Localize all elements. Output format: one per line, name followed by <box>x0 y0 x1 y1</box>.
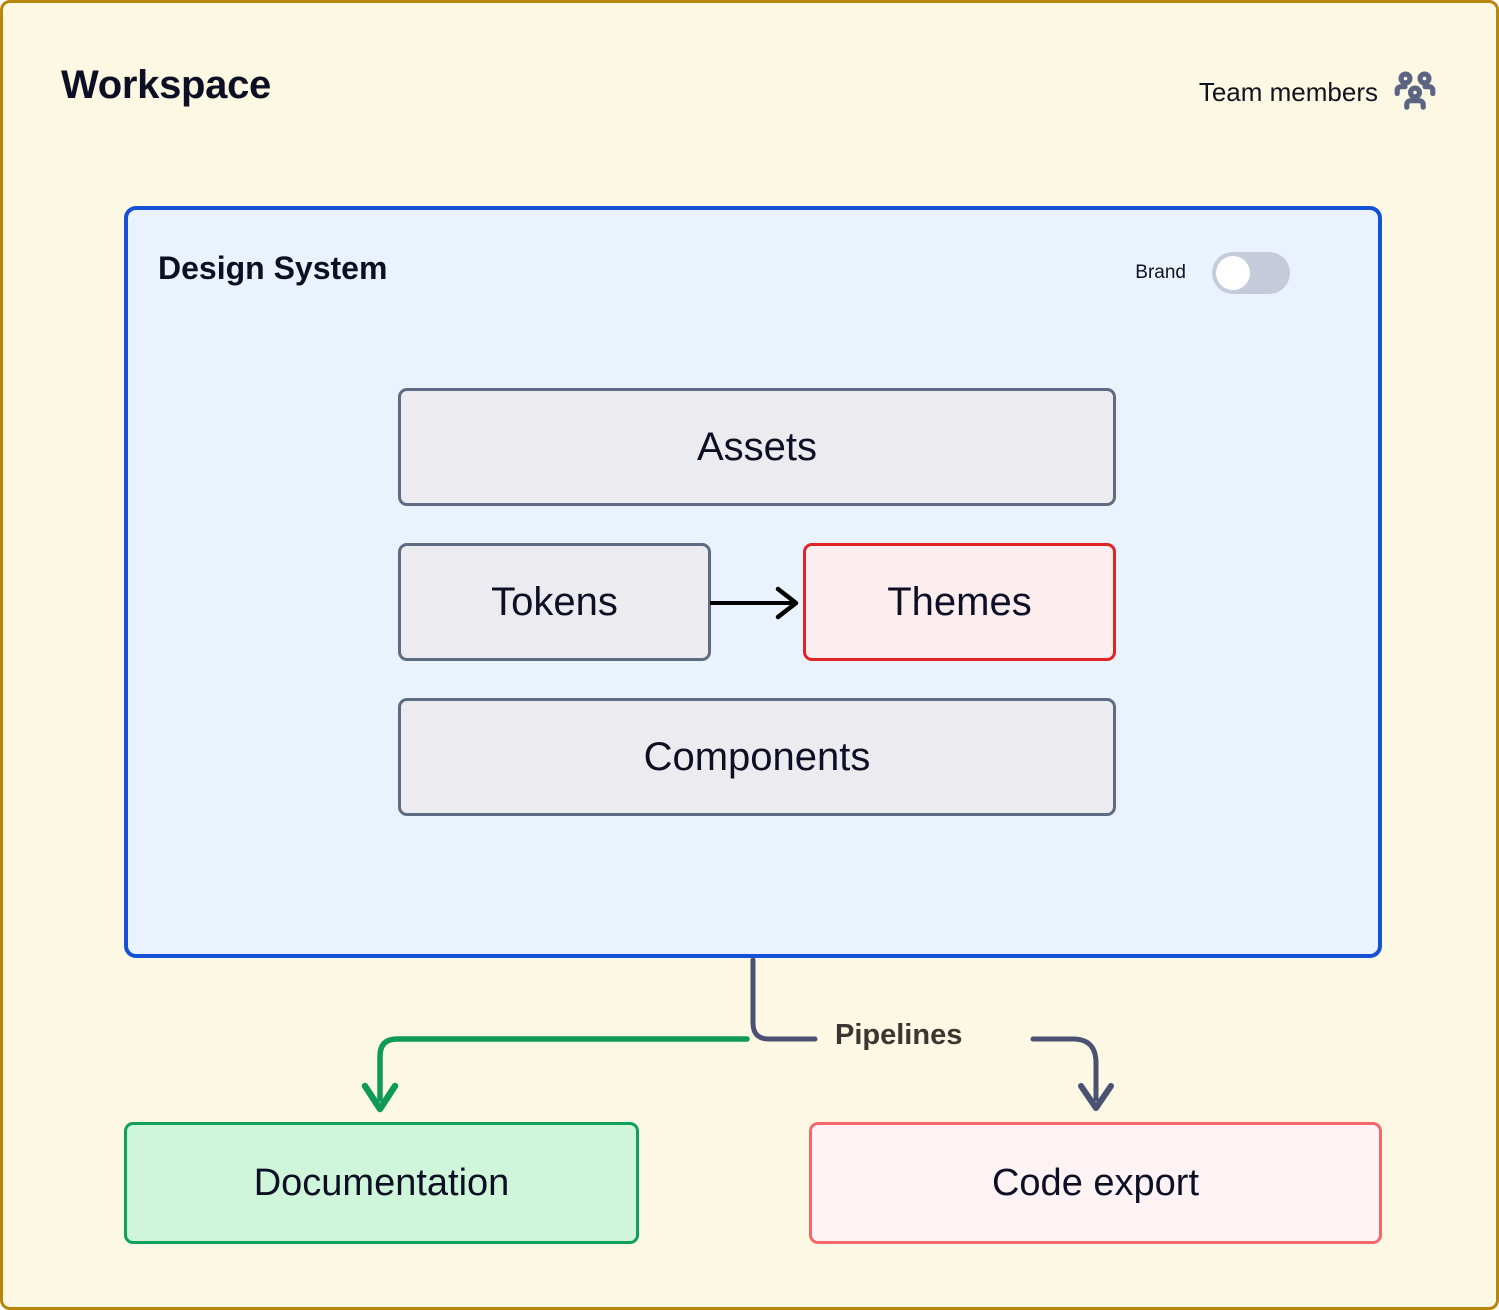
node-themes-label: Themes <box>887 579 1032 624</box>
node-code-export[interactable]: Code export <box>809 1122 1382 1244</box>
edge-tokens-to-themes-arrow <box>710 586 799 620</box>
node-documentation[interactable]: Documentation <box>124 1122 639 1244</box>
node-themes[interactable]: Themes <box>803 543 1116 661</box>
node-code-export-label: Code export <box>991 1161 1199 1204</box>
pipelines-label: Pipelines <box>835 1019 963 1051</box>
team-members-button[interactable]: Team members <box>1199 69 1438 115</box>
node-tokens-label: Tokens <box>491 579 618 624</box>
brand-toggle-switch[interactable] <box>1212 252 1290 294</box>
node-assets-label: Assets <box>696 424 818 469</box>
node-documentation-label: Documentation <box>253 1161 510 1204</box>
design-system-panel: Design System Brand Assets Tokens Themes… <box>124 206 1382 958</box>
brand-label: Brand <box>1135 262 1186 283</box>
brand-toggle-knob <box>1216 256 1250 290</box>
team-members-icon <box>1392 69 1438 115</box>
node-components[interactable]: Components <box>398 698 1116 816</box>
design-system-title: Design System <box>158 250 388 286</box>
node-components-label: Components <box>643 734 871 779</box>
team-members-label: Team members <box>1198 76 1378 107</box>
node-assets[interactable]: Assets <box>398 388 1116 506</box>
brand-toggle-group: Brand <box>1135 252 1290 294</box>
page-title: Workspace <box>61 63 271 107</box>
node-tokens[interactable]: Tokens <box>398 543 711 661</box>
